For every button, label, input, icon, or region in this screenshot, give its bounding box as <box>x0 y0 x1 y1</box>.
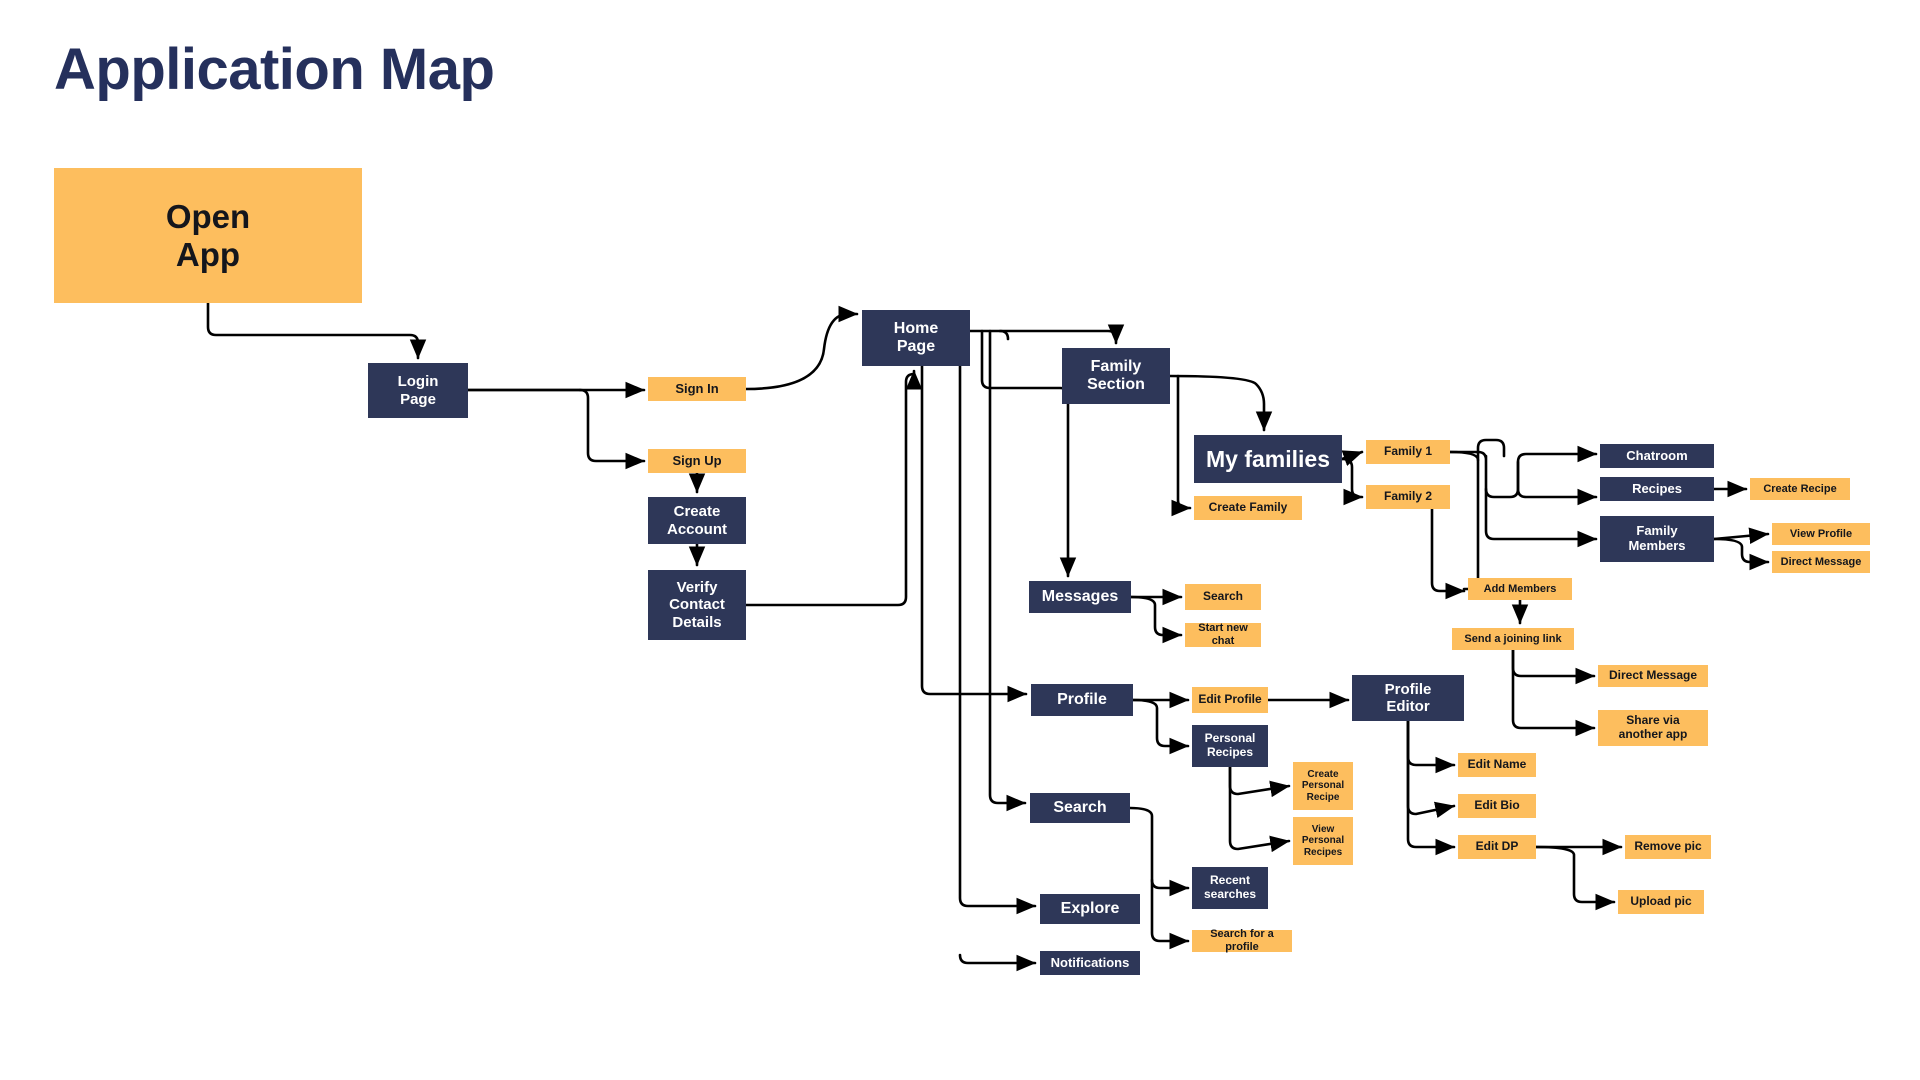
edge-messages-start-new-chat <box>1129 595 1183 644</box>
node-family-1[interactable]: Family 1 <box>1366 440 1450 464</box>
node-search-messages[interactable]: Search <box>1185 584 1261 610</box>
node-view-profile[interactable]: View Profile <box>1772 523 1870 545</box>
node-add-members[interactable]: Add Members <box>1468 578 1572 600</box>
node-sign-in[interactable]: Sign In <box>648 377 746 401</box>
edge-family1-addmembers-route <box>1462 458 1488 591</box>
node-sign-up[interactable]: Sign Up <box>648 449 746 473</box>
node-recipes[interactable]: Recipes <box>1600 477 1714 501</box>
edge-search-recent-searches <box>1128 806 1190 897</box>
edge-home-page-profile <box>920 364 1028 703</box>
node-edit-name[interactable]: Edit Name <box>1458 753 1536 777</box>
edge-home-page-notifications <box>958 953 1037 972</box>
edge-home-trunk-a <box>968 329 1010 341</box>
node-upload-pic[interactable]: Upload pic <box>1618 890 1704 914</box>
node-direct-message-link[interactable]: Direct Message <box>1598 665 1708 687</box>
edge-home-page-messages <box>980 329 1077 578</box>
edge-send-link-share-via <box>1511 648 1596 737</box>
edge-family-members-direct-message <box>1712 537 1770 571</box>
edge-sign-in-home-page <box>744 305 859 391</box>
node-search[interactable]: Search <box>1030 793 1130 823</box>
edge-profile-editor-edit-bio <box>1406 719 1456 818</box>
edge-family-1-chatroom <box>1448 445 1598 499</box>
edge-home-page-explore <box>958 338 1037 915</box>
node-notifications[interactable]: Notifications <box>1040 951 1140 975</box>
edge-open-app-login-page <box>206 301 427 360</box>
edge-personal-recipes-create <box>1228 765 1291 798</box>
node-family-2[interactable]: Family 2 <box>1366 485 1450 509</box>
edge-family-section-my-families <box>1168 374 1273 432</box>
edge-send-link-direct-message <box>1511 648 1596 685</box>
edge-family-members-view-profile <box>1712 527 1770 545</box>
node-start-new-chat[interactable]: Start new chat <box>1185 622 1261 647</box>
node-create-family[interactable]: Create Family <box>1194 496 1302 520</box>
edge-my-families-family-1 <box>1340 450 1364 467</box>
edge-login-page-sign-up <box>578 388 646 470</box>
edge-my-families-family-2 <box>1340 457 1364 506</box>
edge-profile-editor-edit-dp <box>1406 719 1456 856</box>
edge-family1-trunk <box>1448 438 1506 462</box>
node-create-recipe[interactable]: Create Recipe <box>1750 478 1850 500</box>
edge-search-search-for-a-profile <box>1150 878 1190 950</box>
node-remove-pic[interactable]: Remove pic <box>1625 835 1711 859</box>
edge-profile-editor-edit-name <box>1406 719 1456 774</box>
node-profile[interactable]: Profile <box>1031 684 1133 716</box>
edge-verify-home-page <box>744 369 923 607</box>
edge-family-1-family-members <box>1484 487 1598 548</box>
node-edit-bio[interactable]: Edit Bio <box>1458 794 1536 818</box>
edge-family-1-add-members <box>1430 495 1466 600</box>
edge-home-page-search <box>988 329 1027 812</box>
node-chatroom[interactable]: Chatroom <box>1600 444 1714 468</box>
edge-profile-personal-recipes <box>1131 698 1190 755</box>
edge-family-1-recipes <box>1516 460 1598 506</box>
node-messages[interactable]: Messages <box>1029 581 1131 613</box>
edge-personal-recipes-view <box>1228 765 1291 853</box>
node-send-joining-link[interactable]: Send a joining link <box>1452 628 1574 650</box>
node-edit-dp[interactable]: Edit DP <box>1458 835 1536 859</box>
node-edit-profile[interactable]: Edit Profile <box>1192 687 1268 713</box>
edge-home-page-family-section <box>998 324 1125 345</box>
node-search-for-a-profile[interactable]: Search for a profile <box>1192 928 1292 953</box>
node-direct-message-member[interactable]: Direct Message <box>1772 551 1870 573</box>
page-title: Application Map <box>54 37 495 102</box>
node-explore[interactable]: Explore <box>1040 894 1140 924</box>
node-my-families[interactable]: My families <box>1194 435 1342 483</box>
edge-edit-dp-upload-pic <box>1534 845 1616 911</box>
edge-family-section-create-family <box>1171 374 1192 517</box>
